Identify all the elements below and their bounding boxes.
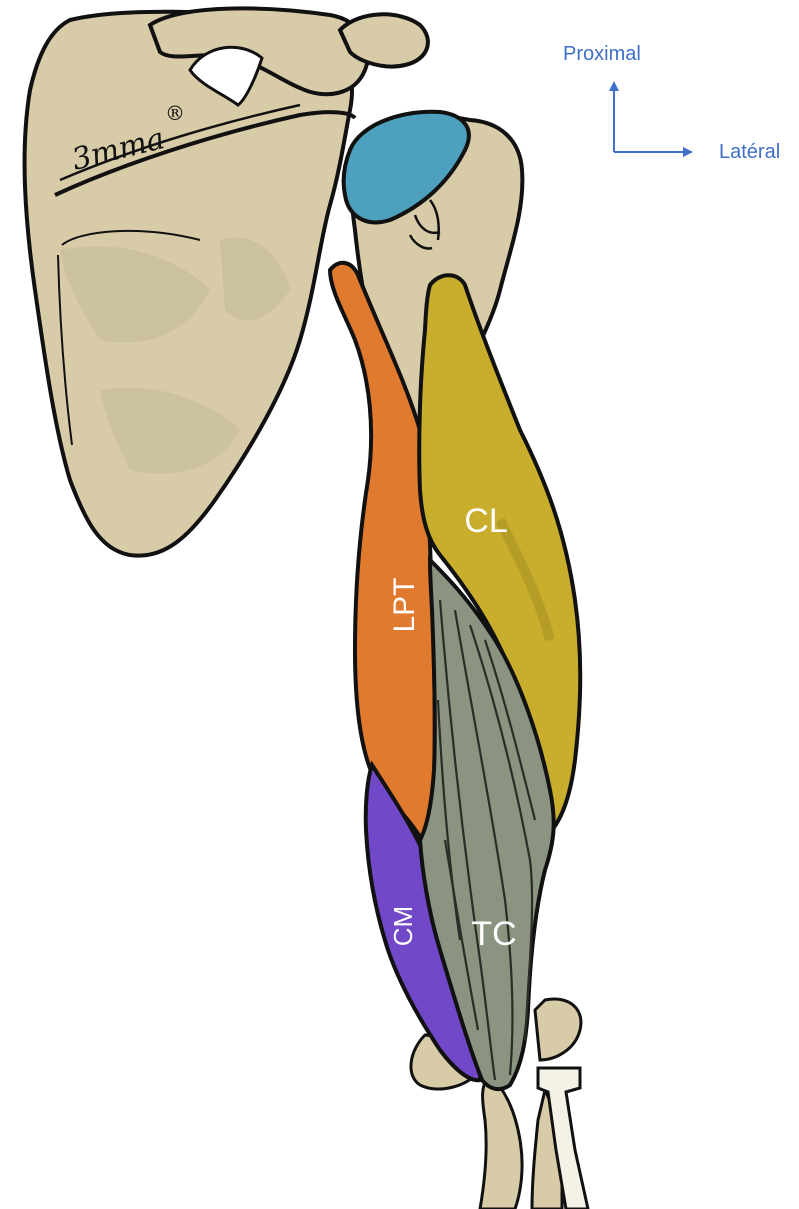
label-TC: TC <box>471 915 516 953</box>
label-CL: CL <box>464 502 507 540</box>
label-lateral: Latéral <box>719 141 780 163</box>
logo-registered-mark: ® <box>165 101 185 125</box>
label-proximal: Proximal <box>563 43 641 65</box>
ulna-shaft <box>480 1075 522 1209</box>
lateral-epicondyle <box>535 999 581 1060</box>
label-CM: CM <box>388 906 418 946</box>
label-LPT: LPT <box>388 577 421 632</box>
orientation-axes: Proximal Latéral <box>563 43 780 163</box>
